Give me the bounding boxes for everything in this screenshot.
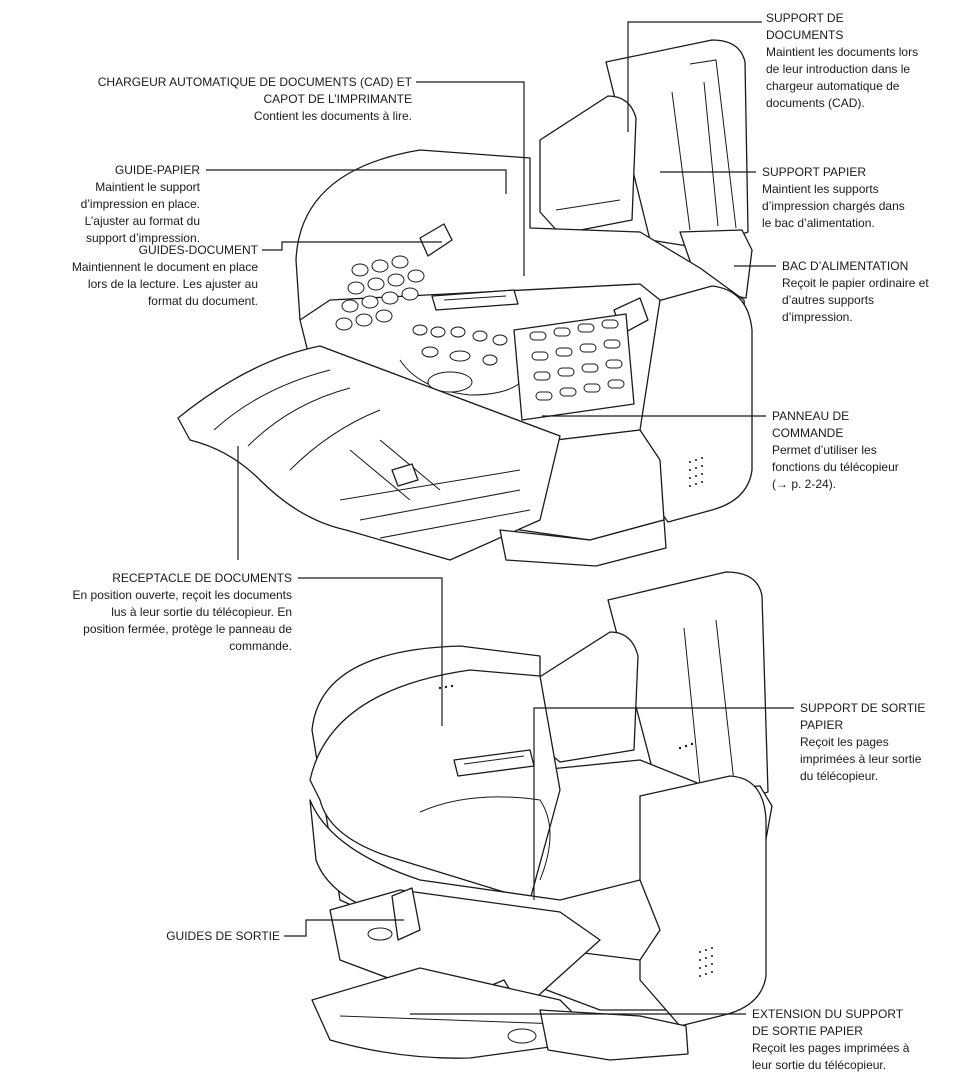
keypad-left bbox=[335, 255, 425, 331]
document-receptacle-open bbox=[177, 345, 561, 561]
label-support-documents: SUPPORT DE DOCUMENTS Maintient les docum… bbox=[766, 11, 919, 110]
output-guide-left bbox=[391, 887, 421, 941]
leader-lines bbox=[206, 21, 794, 1015]
label-panneau-commande: PANNEAU DE COMMANDE Permet d’utiliser le… bbox=[772, 409, 899, 491]
speaker-grille-2 bbox=[699, 947, 713, 977]
fax-base bbox=[499, 519, 667, 567]
label-guides-document-title: GUIDES-DOCUMENT bbox=[138, 243, 258, 257]
document-support bbox=[539, 95, 637, 235]
document-receptacle-tab bbox=[391, 463, 419, 487]
speaker-grille bbox=[689, 457, 703, 487]
label-support-sortie: SUPPORT DE SORTIE PAPIER Reçoit les page… bbox=[800, 701, 926, 783]
leader-support-documents bbox=[627, 21, 762, 132]
label-cad-title-1: CHARGEUR AUTOMATIQUE DE DOCUMENTS (CAD) … bbox=[97, 75, 412, 89]
leader-guides-sortie bbox=[284, 919, 404, 937]
document-support-2 bbox=[537, 631, 639, 763]
label-guide-papier-title: GUIDE-PAPIER bbox=[114, 163, 200, 177]
label-guides-document: GUIDES-DOCUMENT Maintiennent le document… bbox=[0, 242, 258, 310]
leader-support-sortie bbox=[533, 707, 794, 900]
label-guide-papier: GUIDE-PAPIER Maintient le support d’impr… bbox=[40, 162, 200, 247]
label-support-papier: SUPPORT PAPIER Maintient les supports d’… bbox=[762, 165, 905, 230]
label-extension: EXTENSION DU SUPPORT DE SORTIE PAPIER Re… bbox=[752, 1007, 910, 1072]
fax-base-2 bbox=[539, 1009, 689, 1061]
fax-closed-view bbox=[309, 571, 773, 1061]
label-receptacle: RECEPTACLE DE DOCUMENTS En position ouve… bbox=[72, 571, 292, 653]
lcd-display bbox=[431, 289, 519, 311]
keypad-center bbox=[399, 324, 531, 396]
label-cad-desc: Contient les documents à lire. bbox=[253, 109, 412, 123]
label-cad-title-2: CAPOT DE L’IMPRIMANTE bbox=[263, 92, 412, 106]
fax-right-casing-2 bbox=[639, 775, 767, 1027]
leader-guide-papier bbox=[206, 169, 507, 194]
document-guide-left bbox=[419, 223, 453, 257]
leader-cad bbox=[416, 81, 525, 276]
label-guides-sortie: GUIDES DE SORTIE bbox=[166, 929, 280, 943]
label-bac-alimentation: BAC D’ALIMENTATION Reçoit le papier ordi… bbox=[782, 259, 929, 324]
keypad-right bbox=[513, 313, 635, 421]
label-cad: CHARGEUR AUTOMATIQUE DE DOCUMENTS (CAD) … bbox=[0, 74, 412, 125]
leader-guides-document bbox=[262, 241, 442, 251]
leader-receptacle-bottom bbox=[298, 577, 443, 726]
document-receptacle-closed bbox=[309, 669, 561, 901]
